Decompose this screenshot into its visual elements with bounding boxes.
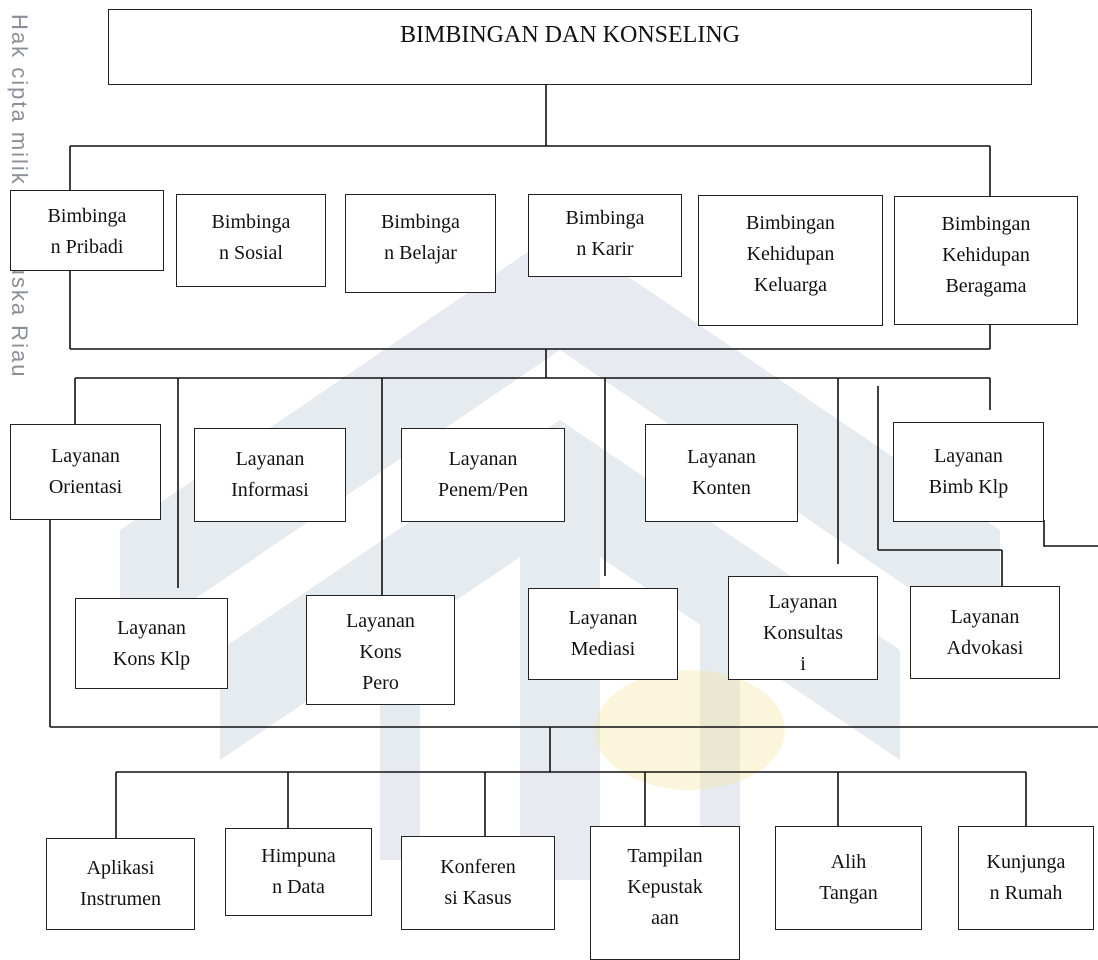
aplikasi-instrumen-box: Aplikasi Instrumen: [46, 838, 195, 930]
node-label: Layanan: [934, 445, 1003, 467]
node-label: Kons Klp: [112, 647, 191, 670]
node-label: Bimbingan: [746, 212, 835, 234]
node-label: Alih: [830, 851, 867, 873]
node-label: n Data: [272, 876, 325, 898]
bimbingan-belajar-box: Bimbinga n Belajar: [345, 194, 496, 293]
node-label: Kunjunga: [986, 851, 1066, 873]
bimbingan-kehidupan-beragama-box: Bimbingan Kehidupan Beragama: [894, 196, 1078, 325]
node-label: n Rumah: [989, 882, 1063, 904]
node-label: Konferen: [440, 856, 516, 878]
node-label: Layanan: [448, 448, 518, 470]
node-label: Tampilan: [627, 845, 703, 867]
tampilan-kepustakaan-box: Tampilan Kepustak aan: [590, 826, 740, 960]
node-label: Layanan: [768, 591, 838, 613]
node-label: Pero: [362, 672, 399, 694]
node-label: Kons: [359, 641, 402, 663]
layanan-mediasi-box: Layanan Mediasi: [528, 588, 678, 680]
bimbingan-karir-box: Bimbinga n Karir: [528, 194, 682, 277]
layanan-bimb-klp-box: Layanan Bimb Klp: [893, 422, 1044, 522]
node-label: Tangan: [819, 882, 878, 904]
layanan-konten-box: Layanan Konten: [645, 424, 798, 522]
bimbingan-kehidupan-keluarga-box: Bimbingan Kehidupan Keluarga: [698, 195, 883, 326]
node-label: Keluarga: [754, 274, 827, 296]
node-label: Mediasi: [570, 638, 636, 660]
node-label: Layanan: [568, 607, 638, 629]
diagram-title: BIMBINGAN DAN KONSELING: [400, 22, 740, 48]
node-label: Kehidupan: [942, 244, 1030, 266]
node-label: Konten: [692, 477, 751, 499]
layanan-informasi-box: Layanan Informasi: [194, 428, 346, 522]
layanan-konsultasi-box: Layanan Konsultas i: [728, 576, 878, 680]
node-label: Himpuna: [261, 845, 336, 867]
node-label: si Kasus: [444, 887, 512, 909]
node-label: Aplikasi: [86, 857, 155, 879]
node-label: Layanan: [687, 446, 756, 468]
bimbingan-sosial-box: Bimbinga n Sosial: [176, 194, 326, 287]
node-label: Kehidupan: [746, 243, 835, 265]
konferensi-kasus-box: Konferen si Kasus: [401, 836, 555, 930]
node-label: Orientasi: [48, 476, 123, 498]
node-label: Penem/Pen: [438, 479, 528, 501]
title-box: BIMBINGAN DAN KONSELING: [108, 9, 1032, 85]
layanan-penempatan-box: Layanan Penem/Pen: [401, 428, 565, 522]
layanan-advokasi-box: Layanan Advokasi: [910, 586, 1060, 679]
node-label: i: [800, 653, 806, 675]
node-label: Kepustak: [627, 876, 703, 898]
node-label: Layanan: [346, 610, 415, 632]
node-label: Layanan: [235, 448, 305, 470]
node-label: Advokasi: [946, 636, 1024, 659]
node-label: aan: [651, 907, 679, 929]
node-label: Bimbingan: [941, 213, 1031, 235]
alih-tangan-box: Alih Tangan: [775, 826, 922, 930]
node-label: Bimb Klp: [928, 476, 1009, 498]
node-label: Bimbinga: [381, 211, 460, 233]
node-label: Beragama: [945, 275, 1027, 297]
layanan-kons-pero-box: Layanan Kons Pero: [306, 595, 455, 705]
node-label: Konsultas: [763, 622, 843, 644]
node-label: Layanan: [51, 445, 120, 467]
node-label: Bimbinga: [47, 205, 127, 227]
node-label: n Pribadi: [50, 236, 124, 258]
node-label: n Belajar: [384, 242, 457, 264]
node-label: Informasi: [231, 479, 309, 501]
node-label: Bimbinga: [565, 207, 645, 229]
layanan-orientasi-box: Layanan Orientasi: [10, 424, 161, 520]
node-label: Layanan: [950, 605, 1020, 628]
node-label: n Karir: [576, 238, 634, 260]
node-label: Layanan: [117, 616, 186, 639]
himpunan-data-box: Himpuna n Data: [225, 828, 372, 916]
bimbingan-pribadi-box: Bimbinga n Pribadi: [10, 190, 164, 271]
node-label: n Sosial: [219, 242, 283, 264]
node-label: Instrumen: [79, 888, 162, 910]
kunjungan-rumah-box: Kunjunga n Rumah: [958, 826, 1094, 930]
layanan-kons-klp-box: Layanan Kons Klp: [75, 598, 228, 689]
node-label: Bimbinga: [211, 211, 291, 233]
